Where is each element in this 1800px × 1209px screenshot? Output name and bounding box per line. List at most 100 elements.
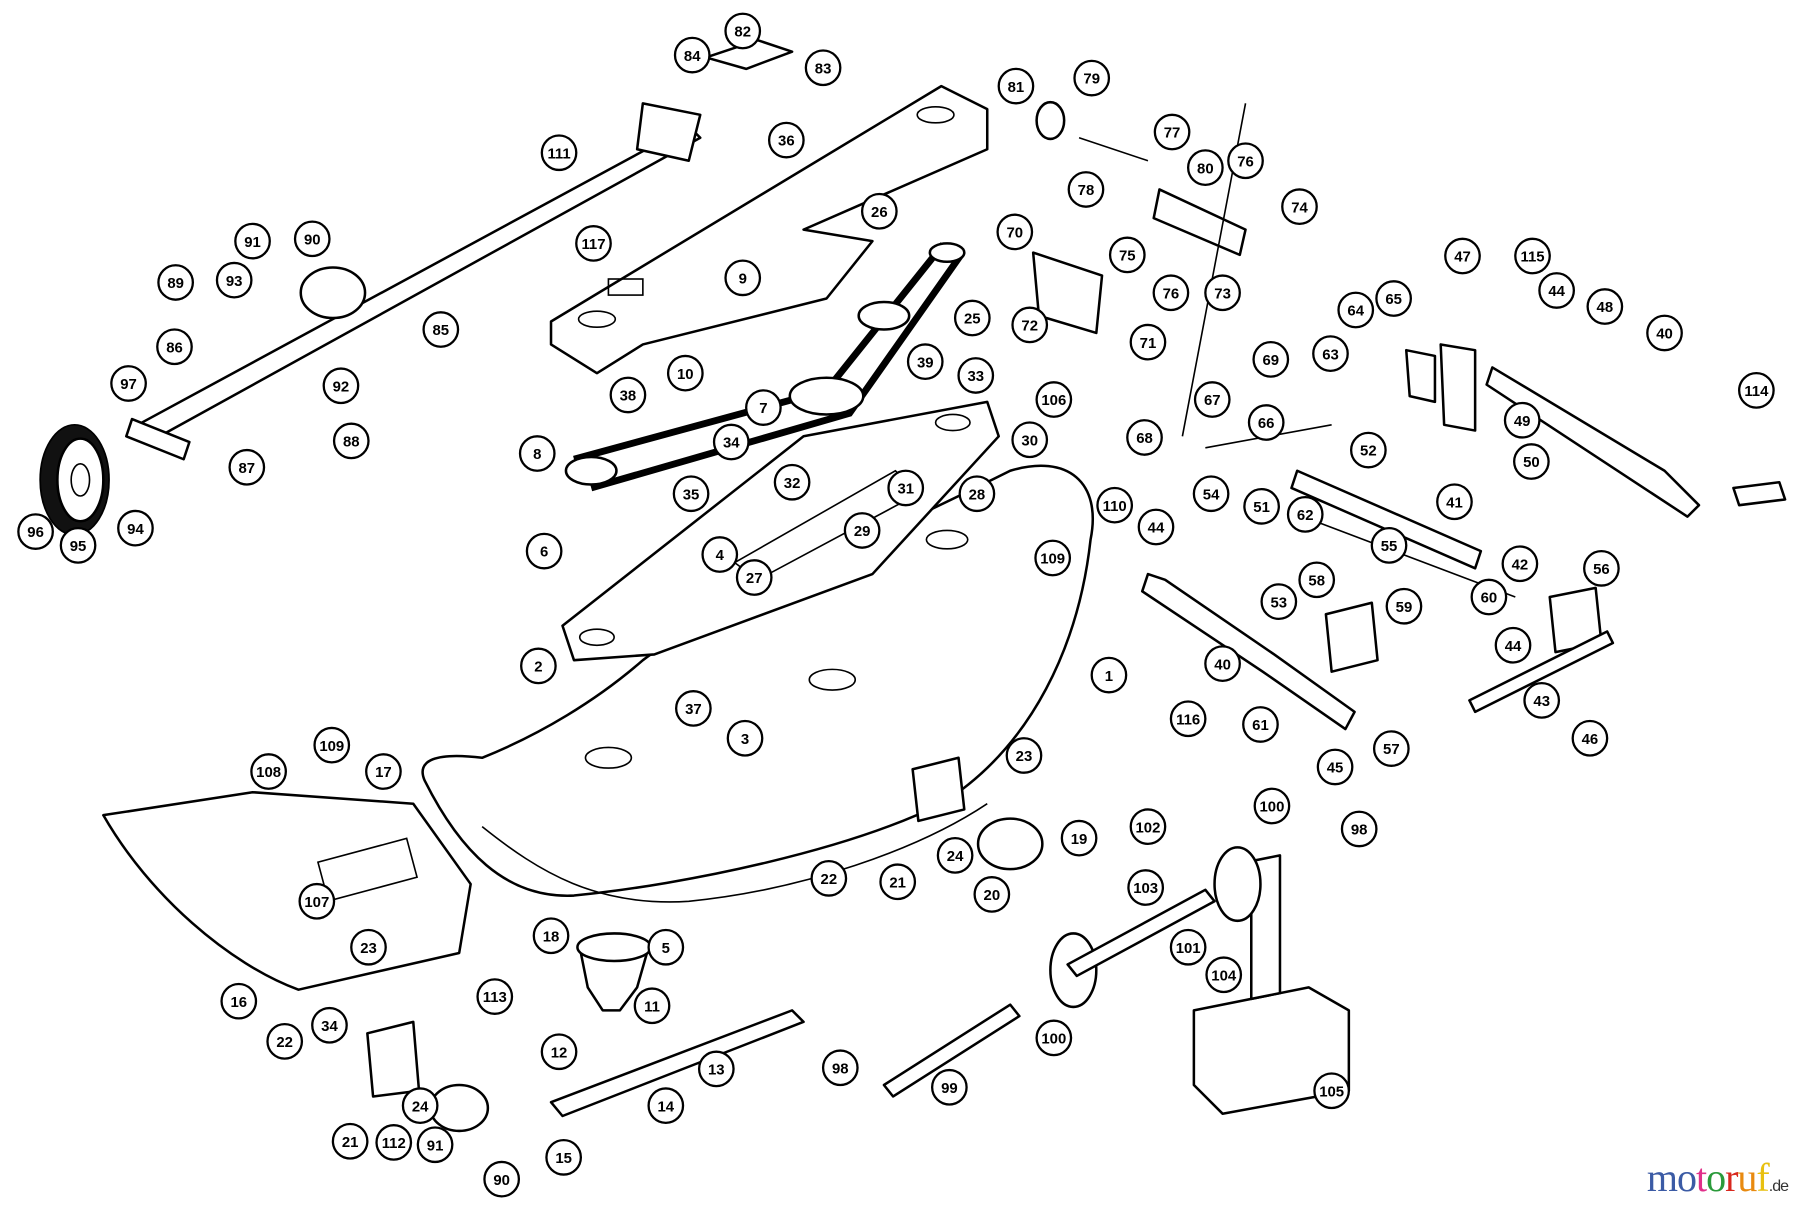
callout-circle <box>887 469 925 507</box>
callout-number: 110 <box>1103 498 1127 515</box>
callout-11: 11 <box>633 987 671 1025</box>
watermark-letter: f <box>1756 1155 1769 1200</box>
callout-number: 100 <box>1260 799 1285 816</box>
callout-13: 13 <box>697 1050 735 1088</box>
callout-circle <box>1444 237 1481 275</box>
watermark-letter: t <box>1695 1155 1707 1200</box>
callout-number: 60 <box>1481 590 1498 607</box>
callout-number: 88 <box>343 434 360 451</box>
callout-circle <box>712 423 750 461</box>
callout-circle <box>1513 443 1550 480</box>
callout-number: 93 <box>226 273 243 290</box>
callout-circle <box>1494 626 1532 664</box>
callout-26: 26 <box>860 192 898 230</box>
callout-circle <box>1192 475 1230 513</box>
callout-circle <box>220 982 258 1020</box>
callout-95: 95 <box>59 527 97 564</box>
callout-circle <box>401 1087 439 1125</box>
callout-39: 39 <box>906 343 944 381</box>
callout-101: 101 <box>1169 928 1207 966</box>
callout-circle <box>1470 578 1508 616</box>
lift-frame <box>1140 572 1356 731</box>
callout-circle <box>1375 280 1412 317</box>
callout-circle <box>724 259 762 297</box>
callout-circle <box>1060 819 1098 857</box>
callout-3: 3 <box>726 719 764 757</box>
callout-circle <box>1316 748 1354 786</box>
callout-number: 16 <box>230 994 247 1011</box>
callout-number: 83 <box>815 60 832 77</box>
callout-103: 103 <box>1127 869 1165 906</box>
callout-circle <box>1281 188 1318 226</box>
callout-62: 62 <box>1286 495 1324 533</box>
callout-circle <box>59 527 97 564</box>
callout-number: 37 <box>685 701 702 718</box>
callout-number: 114 <box>1744 383 1769 400</box>
callout-number: 67 <box>1204 392 1221 409</box>
callout-number: 32 <box>784 475 801 492</box>
callout-53: 53 <box>1260 583 1298 620</box>
callout-number: 99 <box>941 1080 958 1097</box>
callout-35: 35 <box>672 475 710 513</box>
callout-number: 103 <box>1133 880 1158 897</box>
callout-number: 102 <box>1136 819 1161 836</box>
callout-33: 33 <box>957 357 995 394</box>
callout-circle <box>1503 401 1541 439</box>
callout-number: 48 <box>1597 299 1614 316</box>
callout-circle <box>724 12 762 50</box>
discharge-chute <box>102 790 472 991</box>
callout-74: 74 <box>1281 188 1318 226</box>
callout-circle <box>575 225 612 262</box>
callout-number: 61 <box>1252 717 1269 734</box>
callout-circle <box>1227 142 1264 180</box>
callout-2: 2 <box>520 647 557 685</box>
callout-number: 73 <box>1214 285 1231 302</box>
callout-number: 22 <box>276 1034 293 1051</box>
callout-circle <box>745 389 782 426</box>
callout-56: 56 <box>1583 549 1620 587</box>
callout-9: 9 <box>724 259 762 297</box>
callout-number: 87 <box>239 460 256 477</box>
callout-circle <box>332 422 370 460</box>
callout-76: 76 <box>1227 142 1264 180</box>
callout-83: 83 <box>804 49 842 87</box>
callout-number: 12 <box>551 1044 568 1061</box>
motoruf-watermark-logo: motoruf.de <box>1647 1154 1789 1201</box>
callout-circle <box>701 536 739 573</box>
callout-circle <box>1501 545 1539 583</box>
callout-circle <box>266 1023 304 1060</box>
callout-number: 17 <box>375 764 392 781</box>
callout-circle <box>1153 113 1191 151</box>
callout-number: 29 <box>854 523 871 540</box>
callout-number: 24 <box>412 1098 429 1115</box>
callout-51: 51 <box>1243 487 1280 525</box>
callout-circle <box>647 1087 685 1125</box>
callout-number: 1 <box>1105 668 1113 685</box>
callout-64: 64 <box>1337 291 1375 329</box>
callout-79: 79 <box>1073 59 1111 97</box>
callout-circle <box>540 134 578 172</box>
callout-number: 43 <box>1533 693 1550 710</box>
callout-number: 3 <box>741 731 749 748</box>
callout-number: 26 <box>871 204 888 221</box>
callout-circle <box>879 863 917 901</box>
callout-number: 42 <box>1512 556 1529 573</box>
gauge-wheel <box>39 423 110 536</box>
callout-67: 67 <box>1193 381 1231 418</box>
callout-number: 35 <box>683 486 700 503</box>
callout-55: 55 <box>1370 527 1408 564</box>
callout-number: 80 <box>1197 160 1214 177</box>
callout-40: 40 <box>1646 314 1683 352</box>
callout-number: 94 <box>127 521 144 538</box>
gauge-roller <box>299 266 367 320</box>
callout-90: 90 <box>483 1160 521 1198</box>
callout-number: 105 <box>1319 1083 1344 1100</box>
callout-circle <box>1340 810 1378 848</box>
callout-23: 23 <box>1005 737 1043 774</box>
callout-circle <box>726 719 764 757</box>
callout-number: 2 <box>534 659 542 676</box>
callout-circle <box>1035 381 1073 418</box>
callout-110: 110 <box>1096 486 1134 524</box>
belt-cover <box>549 84 989 375</box>
